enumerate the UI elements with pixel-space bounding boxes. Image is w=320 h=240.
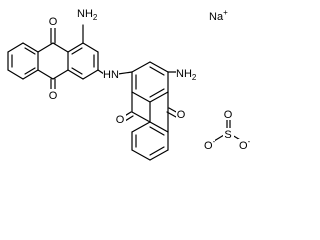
lower-anthraquinone xyxy=(117,61,179,161)
amino-top-label: NH2 xyxy=(77,8,98,22)
lower-top-ring xyxy=(117,61,179,103)
lower-bottom-ring xyxy=(131,121,169,161)
upper-anthraquinone xyxy=(7,24,105,91)
oxo-middle-label: O xyxy=(49,90,58,102)
sodium-label: Na+ xyxy=(209,8,228,23)
upper-middle-ring xyxy=(37,27,69,91)
sulfite-o-right-label: O- xyxy=(239,137,251,152)
sulfite-o-top-label: O xyxy=(224,109,233,121)
sulfite-o-left-label: O- xyxy=(204,137,216,152)
oxo-lower-right-label: O xyxy=(177,109,186,121)
amino-right-label: NH2 xyxy=(176,68,197,82)
upper-left-ring xyxy=(7,42,39,80)
bridge-nh-label: HN xyxy=(103,69,119,81)
chemical-structure: O NH2 O HN NH2 O O Na+ O S O- O- xyxy=(7,6,253,161)
atom-labels: O NH2 O HN NH2 O O Na+ O S O- O- xyxy=(47,6,253,152)
sulfite-s-label: S xyxy=(224,129,231,141)
oxo-top-label: O xyxy=(49,16,58,28)
oxo-lower-left-label: O xyxy=(116,114,125,126)
upper-right-ring xyxy=(67,24,105,80)
lower-middle-ring xyxy=(122,91,179,133)
